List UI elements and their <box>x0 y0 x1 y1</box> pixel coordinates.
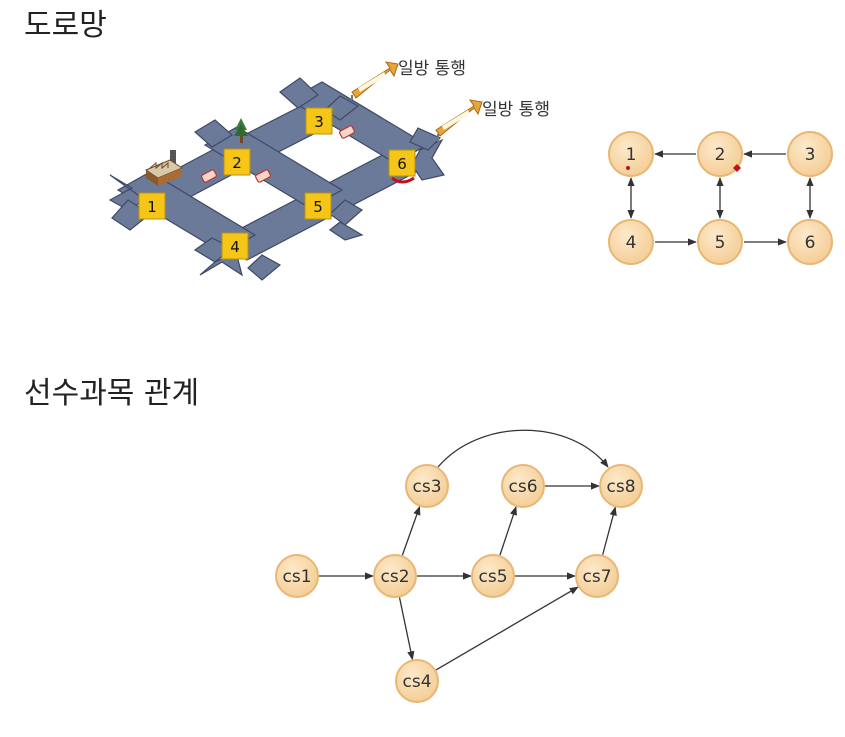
road-network-illustration: 1 2 3 4 5 6 <box>108 59 550 281</box>
road-segment-1-4 <box>116 171 257 254</box>
prereq-node-cs6 <box>501 464 545 508</box>
red-diamond-marker <box>733 164 741 172</box>
intersection-5: 5 <box>304 192 332 220</box>
intersection-6: 6 <box>388 149 416 177</box>
prereq-node-cs4 <box>395 659 439 703</box>
road-marker-6 <box>391 176 415 184</box>
one-way-sign-1: 일방 통행 <box>351 59 466 100</box>
tree-icon <box>234 118 248 143</box>
car-icon <box>201 169 217 183</box>
road-end-4-right <box>247 254 282 281</box>
intersections: 1 2 3 4 5 6 <box>138 107 416 260</box>
intersection-2: 2 <box>223 148 251 176</box>
prereq-node-label: cs7 <box>582 567 611 587</box>
intersection-3: 3 <box>305 107 333 135</box>
road-graph-node-2 <box>697 131 743 177</box>
one-way-sign-2: 일방 통행 <box>435 99 550 142</box>
prereq-node-label: cs1 <box>282 567 311 587</box>
red-dot-marker <box>626 166 630 170</box>
road-graph-node-3 <box>787 131 833 177</box>
road-graph-node-label: 1 <box>626 145 637 165</box>
prereq-edge-cs7-cs8 <box>602 506 617 555</box>
road-graph-node-label: 6 <box>805 233 816 253</box>
prereq-node-label: cs3 <box>412 477 441 497</box>
svg-text:6: 6 <box>397 155 407 173</box>
prereq-node-label: cs4 <box>402 672 431 692</box>
prereq-node-label: cs5 <box>478 567 507 587</box>
road-graph-node-label: 4 <box>626 233 637 253</box>
road-graph-node-5 <box>697 219 743 265</box>
svg-text:4: 4 <box>230 238 240 256</box>
prereq-node-cs8 <box>599 464 643 508</box>
prereq-node-label: cs6 <box>508 477 537 497</box>
road-graph-node-1 <box>608 131 654 177</box>
prereq-edge-cs4-cs7 <box>435 586 579 671</box>
prereq-node-cs5 <box>471 554 515 598</box>
car-icons <box>201 125 355 183</box>
road-network-title: 도로망 <box>24 8 107 43</box>
road-end-3-right <box>324 95 360 121</box>
prerequisite-title: 선수과목 관계 <box>24 376 200 411</box>
prereq-node-label: cs8 <box>606 477 635 497</box>
factory-icon <box>144 150 184 186</box>
road-end-5-bottom <box>328 221 364 241</box>
prerequisite-graph: cs1 cs2 cs3 cs4 cs5 cs6 cs7 cs8 <box>275 429 643 703</box>
prereq-node-cs7 <box>575 554 619 598</box>
intersection-1: 1 <box>138 192 166 220</box>
road-graph-node-label: 2 <box>715 145 726 165</box>
road-end-2-top <box>193 119 234 148</box>
car-icon <box>339 125 355 139</box>
road-graph-node-6 <box>787 219 833 265</box>
prereq-node-label: cs2 <box>380 567 409 587</box>
one-way-label: 일방 통행 <box>482 100 550 120</box>
road-graph-node-label: 5 <box>715 233 726 253</box>
road-graph-node-4 <box>608 219 654 265</box>
prereq-edge-cs5-cs6 <box>499 506 517 556</box>
road-end-3-top <box>279 77 319 109</box>
svg-text:5: 5 <box>313 198 323 216</box>
road-graph-node-label: 3 <box>805 145 816 165</box>
prereq-edge-cs3-cs8 <box>437 429 609 468</box>
prereq-edge-cs2-cs4 <box>398 597 415 661</box>
prereq-node-cs1 <box>275 554 319 598</box>
svg-text:1: 1 <box>147 198 157 216</box>
prereq-node-cs2 <box>373 554 417 598</box>
intersection-4: 4 <box>221 232 249 260</box>
prereq-node-cs3 <box>405 464 449 508</box>
road-end-6-top <box>409 127 442 151</box>
road-graph: 1 2 3 4 5 6 <box>608 131 833 265</box>
one-way-label: 일방 통행 <box>398 59 466 79</box>
car-icon <box>255 169 271 183</box>
prereq-edge-cs2-cs3 <box>401 505 421 556</box>
svg-text:3: 3 <box>314 113 324 131</box>
svg-text:2: 2 <box>232 154 242 172</box>
